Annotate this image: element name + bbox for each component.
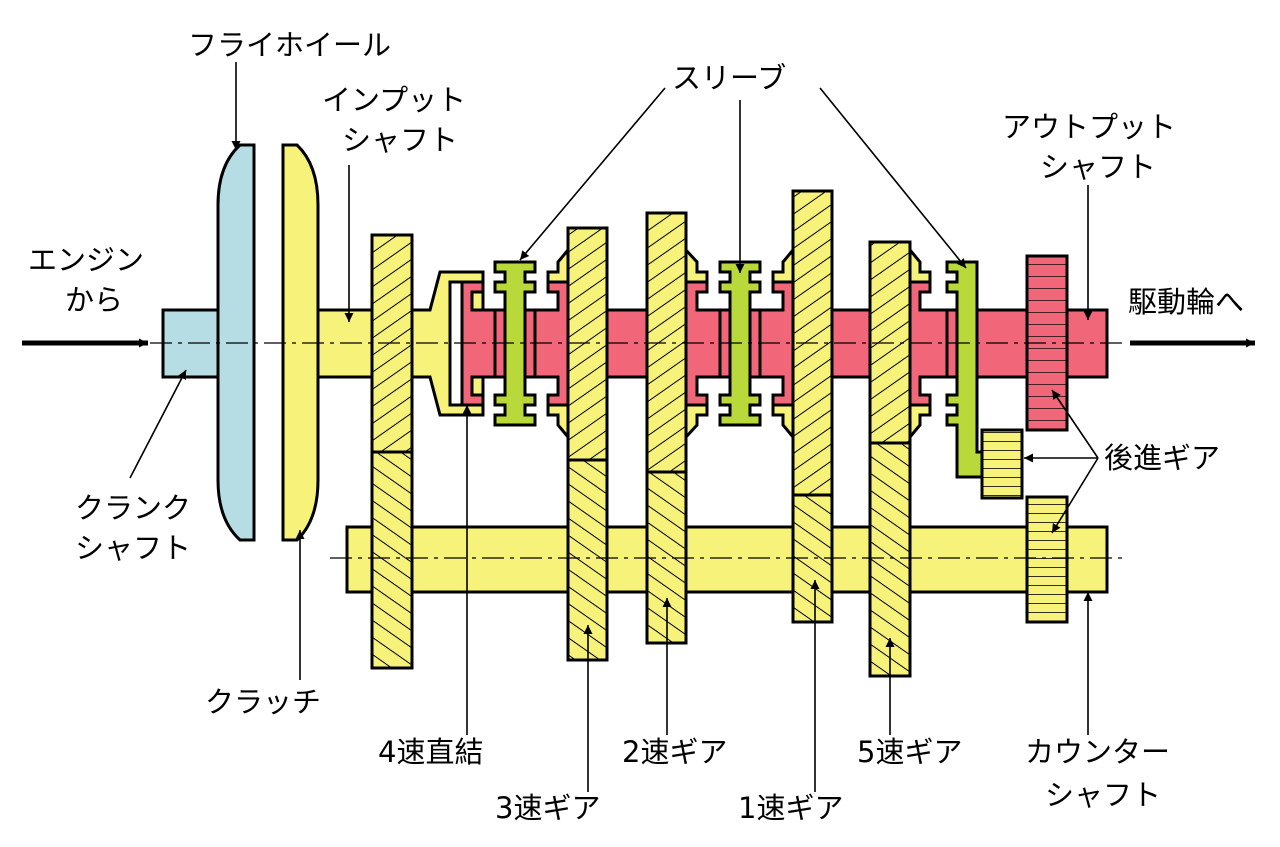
leader-lines xyxy=(129,62,1099,792)
counter-shaft xyxy=(345,525,1109,594)
label-clutch: クラッチ xyxy=(205,685,321,719)
label-input-shaft-2: シャフト xyxy=(342,123,458,157)
sleeve-3-4 xyxy=(493,260,537,427)
label-input-shaft-1: インプット xyxy=(322,83,466,117)
label-counter-shaft-2: シャフト xyxy=(1045,778,1161,812)
label-crankshaft-1: クランク xyxy=(75,491,191,525)
label-second-gear: 2速ギア xyxy=(622,735,727,769)
label-first-gear: 1速ギア xyxy=(738,791,843,825)
label-counter-shaft-1: カウンター xyxy=(1025,735,1170,769)
label-crankshaft-2: シャフト xyxy=(75,531,191,565)
label-fifth-gear: 5速ギア xyxy=(857,735,962,769)
label-from-engine-1: エンジン xyxy=(28,243,144,277)
label-to-drive-wheels: 駆動輪へ xyxy=(1128,285,1244,319)
fourth-counter-gear xyxy=(370,450,414,670)
label-output-shaft-1: アウトプット xyxy=(1002,110,1176,144)
label-flywheel: フライホイール xyxy=(188,28,391,62)
label-reverse-gear: 後進ギア xyxy=(1104,441,1220,475)
fifth-gear-counter xyxy=(868,441,912,678)
reverse-idler-gear xyxy=(980,428,1024,500)
label-from-engine-2: から xyxy=(65,283,123,317)
label-fourth-direct: 4速直結 xyxy=(378,735,483,769)
hub-1 xyxy=(460,280,497,407)
third-gear-main xyxy=(566,226,609,462)
label-output-shaft-2: シャフト xyxy=(1040,150,1156,184)
label-sleeve: スリーブ xyxy=(672,61,786,95)
label-third-gear: 3速ギア xyxy=(495,791,600,825)
reverse-gear-counter xyxy=(1025,495,1069,624)
